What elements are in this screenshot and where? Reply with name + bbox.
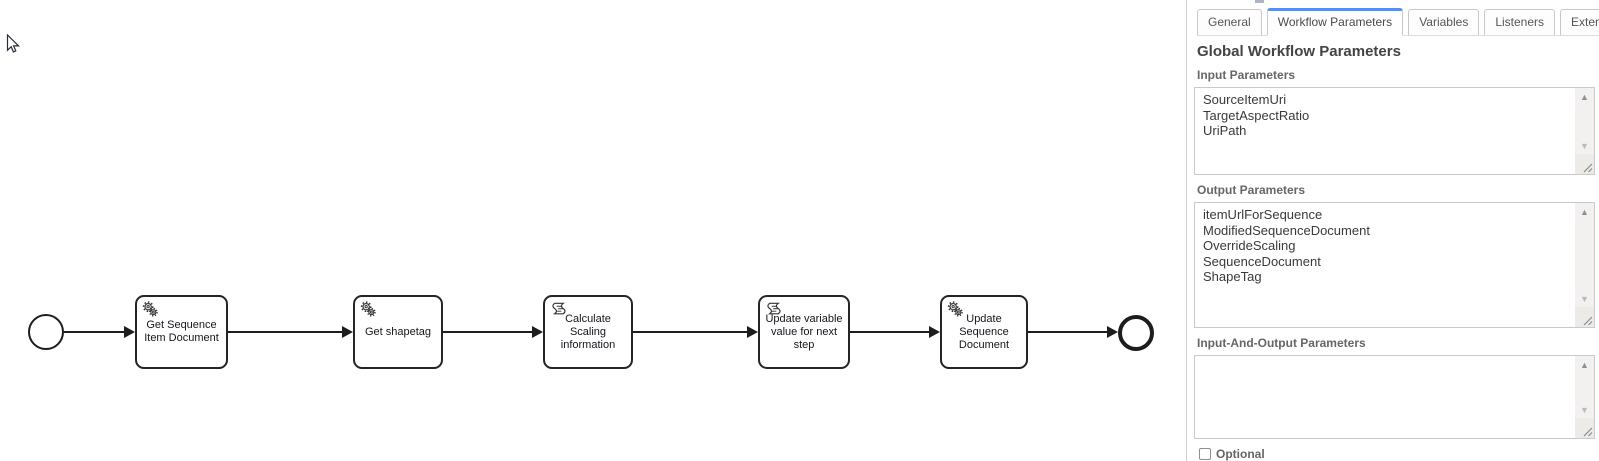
task-label: Get Sequence Item Document [144,319,219,344]
task-label: Calculate Scaling information [560,312,616,351]
task-update-variable-value[interactable]: Update variable value for next step [758,295,850,369]
sequence-flow[interactable] [228,331,343,333]
input-and-output-parameters-label: Input-And-Output Parameters [1197,336,1366,350]
list-item[interactable]: UriPath [1203,123,1247,138]
resize-grip-icon[interactable] [1575,154,1594,174]
list-item[interactable]: ModifiedSequenceDocument [1203,222,1370,238]
sequence-flow[interactable] [633,331,748,333]
scroll-down-icon[interactable]: ▼ [1580,294,1589,304]
list-item[interactable]: OverrideScaling [1203,238,1296,253]
service-task-gears-icon [142,301,158,317]
sequence-flow[interactable] [850,331,930,333]
scroll-up-icon[interactable]: ▲ [1580,207,1589,217]
sequence-flow-arrow-icon [532,326,543,338]
optional-row: Optional [1199,447,1594,461]
list-item[interactable]: SequenceDocument [1203,253,1321,269]
sequence-flow-arrow-icon [342,326,353,338]
input-parameters-label: Input Parameters [1197,68,1296,82]
mouse-cursor-icon [6,34,21,53]
scrollbar[interactable]: ▲ ▼ [1575,356,1594,418]
tab-listeners[interactable]: Listeners [1484,9,1556,35]
task-label: Update Sequence Document [958,312,1010,351]
scroll-up-icon[interactable]: ▲ [1580,360,1589,370]
input-and-output-parameters-list[interactable]: ▲ ▼ [1194,355,1595,439]
list-item[interactable]: TargetAspectRatio [1203,107,1310,123]
tab-variables[interactable]: Variables [1408,9,1480,35]
properties-panel: General Workflow Parameters Variables Li… [1186,0,1599,461]
resize-grip-icon[interactable] [1575,307,1594,327]
sequence-flow-arrow-icon [747,326,758,338]
script-task-scroll-icon [767,302,781,315]
optional-checkbox-label: Optional [1216,447,1265,461]
sequence-flow[interactable] [64,331,126,333]
sequence-flow[interactable] [443,331,533,333]
task-get-sequence-item-document[interactable]: Get Sequence Item Document [135,295,228,369]
tab-extensions[interactable]: Extensions [1560,9,1599,35]
task-label: Update variable value for next step [765,312,843,351]
resize-grip-icon[interactable] [1575,418,1594,438]
service-task-gears-icon [360,301,376,317]
list-item[interactable]: SourceItemUri [1203,92,1287,107]
scrollbar[interactable]: ▲ ▼ [1575,203,1594,307]
sequence-flow[interactable] [1028,331,1109,333]
scroll-up-icon[interactable]: ▲ [1580,92,1589,102]
scrollbar[interactable]: ▲ ▼ [1575,88,1594,154]
end-event[interactable] [1118,315,1154,351]
list-item[interactable]: ShapeTag [1203,269,1262,284]
task-label: Get shapetag [364,325,432,338]
sequence-flow-arrow-icon [1107,326,1118,338]
workflow-canvas[interactable]: Get Sequence Item Document Get shapetag … [0,0,1186,461]
properties-tab-bar: General Workflow Parameters Variables Li… [1197,8,1599,36]
input-parameters-list[interactable]: SourceItemUri TargetAspectRatio UriPath … [1194,87,1595,175]
output-parameters-label: Output Parameters [1197,183,1306,197]
sequence-flow-arrow-icon [124,326,135,338]
tab-general[interactable]: General [1197,9,1262,35]
task-get-shapetag[interactable]: Get shapetag [353,295,443,369]
tab-workflow-parameters[interactable]: Workflow Parameters [1266,8,1404,36]
clipped-element-artifact [1255,0,1264,3]
workflow-parameters-pane: Global Workflow Parameters Input Paramet… [1187,43,1599,461]
scroll-down-icon[interactable]: ▼ [1580,141,1589,151]
pane-heading: Global Workflow Parameters [1197,43,1401,60]
script-task-scroll-icon [552,302,566,315]
output-parameters-list[interactable]: itemUrlForSequence ModifiedSequenceDocum… [1194,202,1595,328]
optional-checkbox[interactable] [1199,448,1211,460]
sequence-flow-arrow-icon [929,326,940,338]
start-event[interactable] [28,314,64,350]
service-task-gears-icon [947,301,963,317]
task-update-sequence-document[interactable]: Update Sequence Document [940,295,1028,369]
task-calculate-scaling-information[interactable]: Calculate Scaling information [543,295,633,369]
list-item[interactable]: itemUrlForSequence [1203,207,1323,222]
scroll-down-icon[interactable]: ▼ [1580,405,1589,415]
